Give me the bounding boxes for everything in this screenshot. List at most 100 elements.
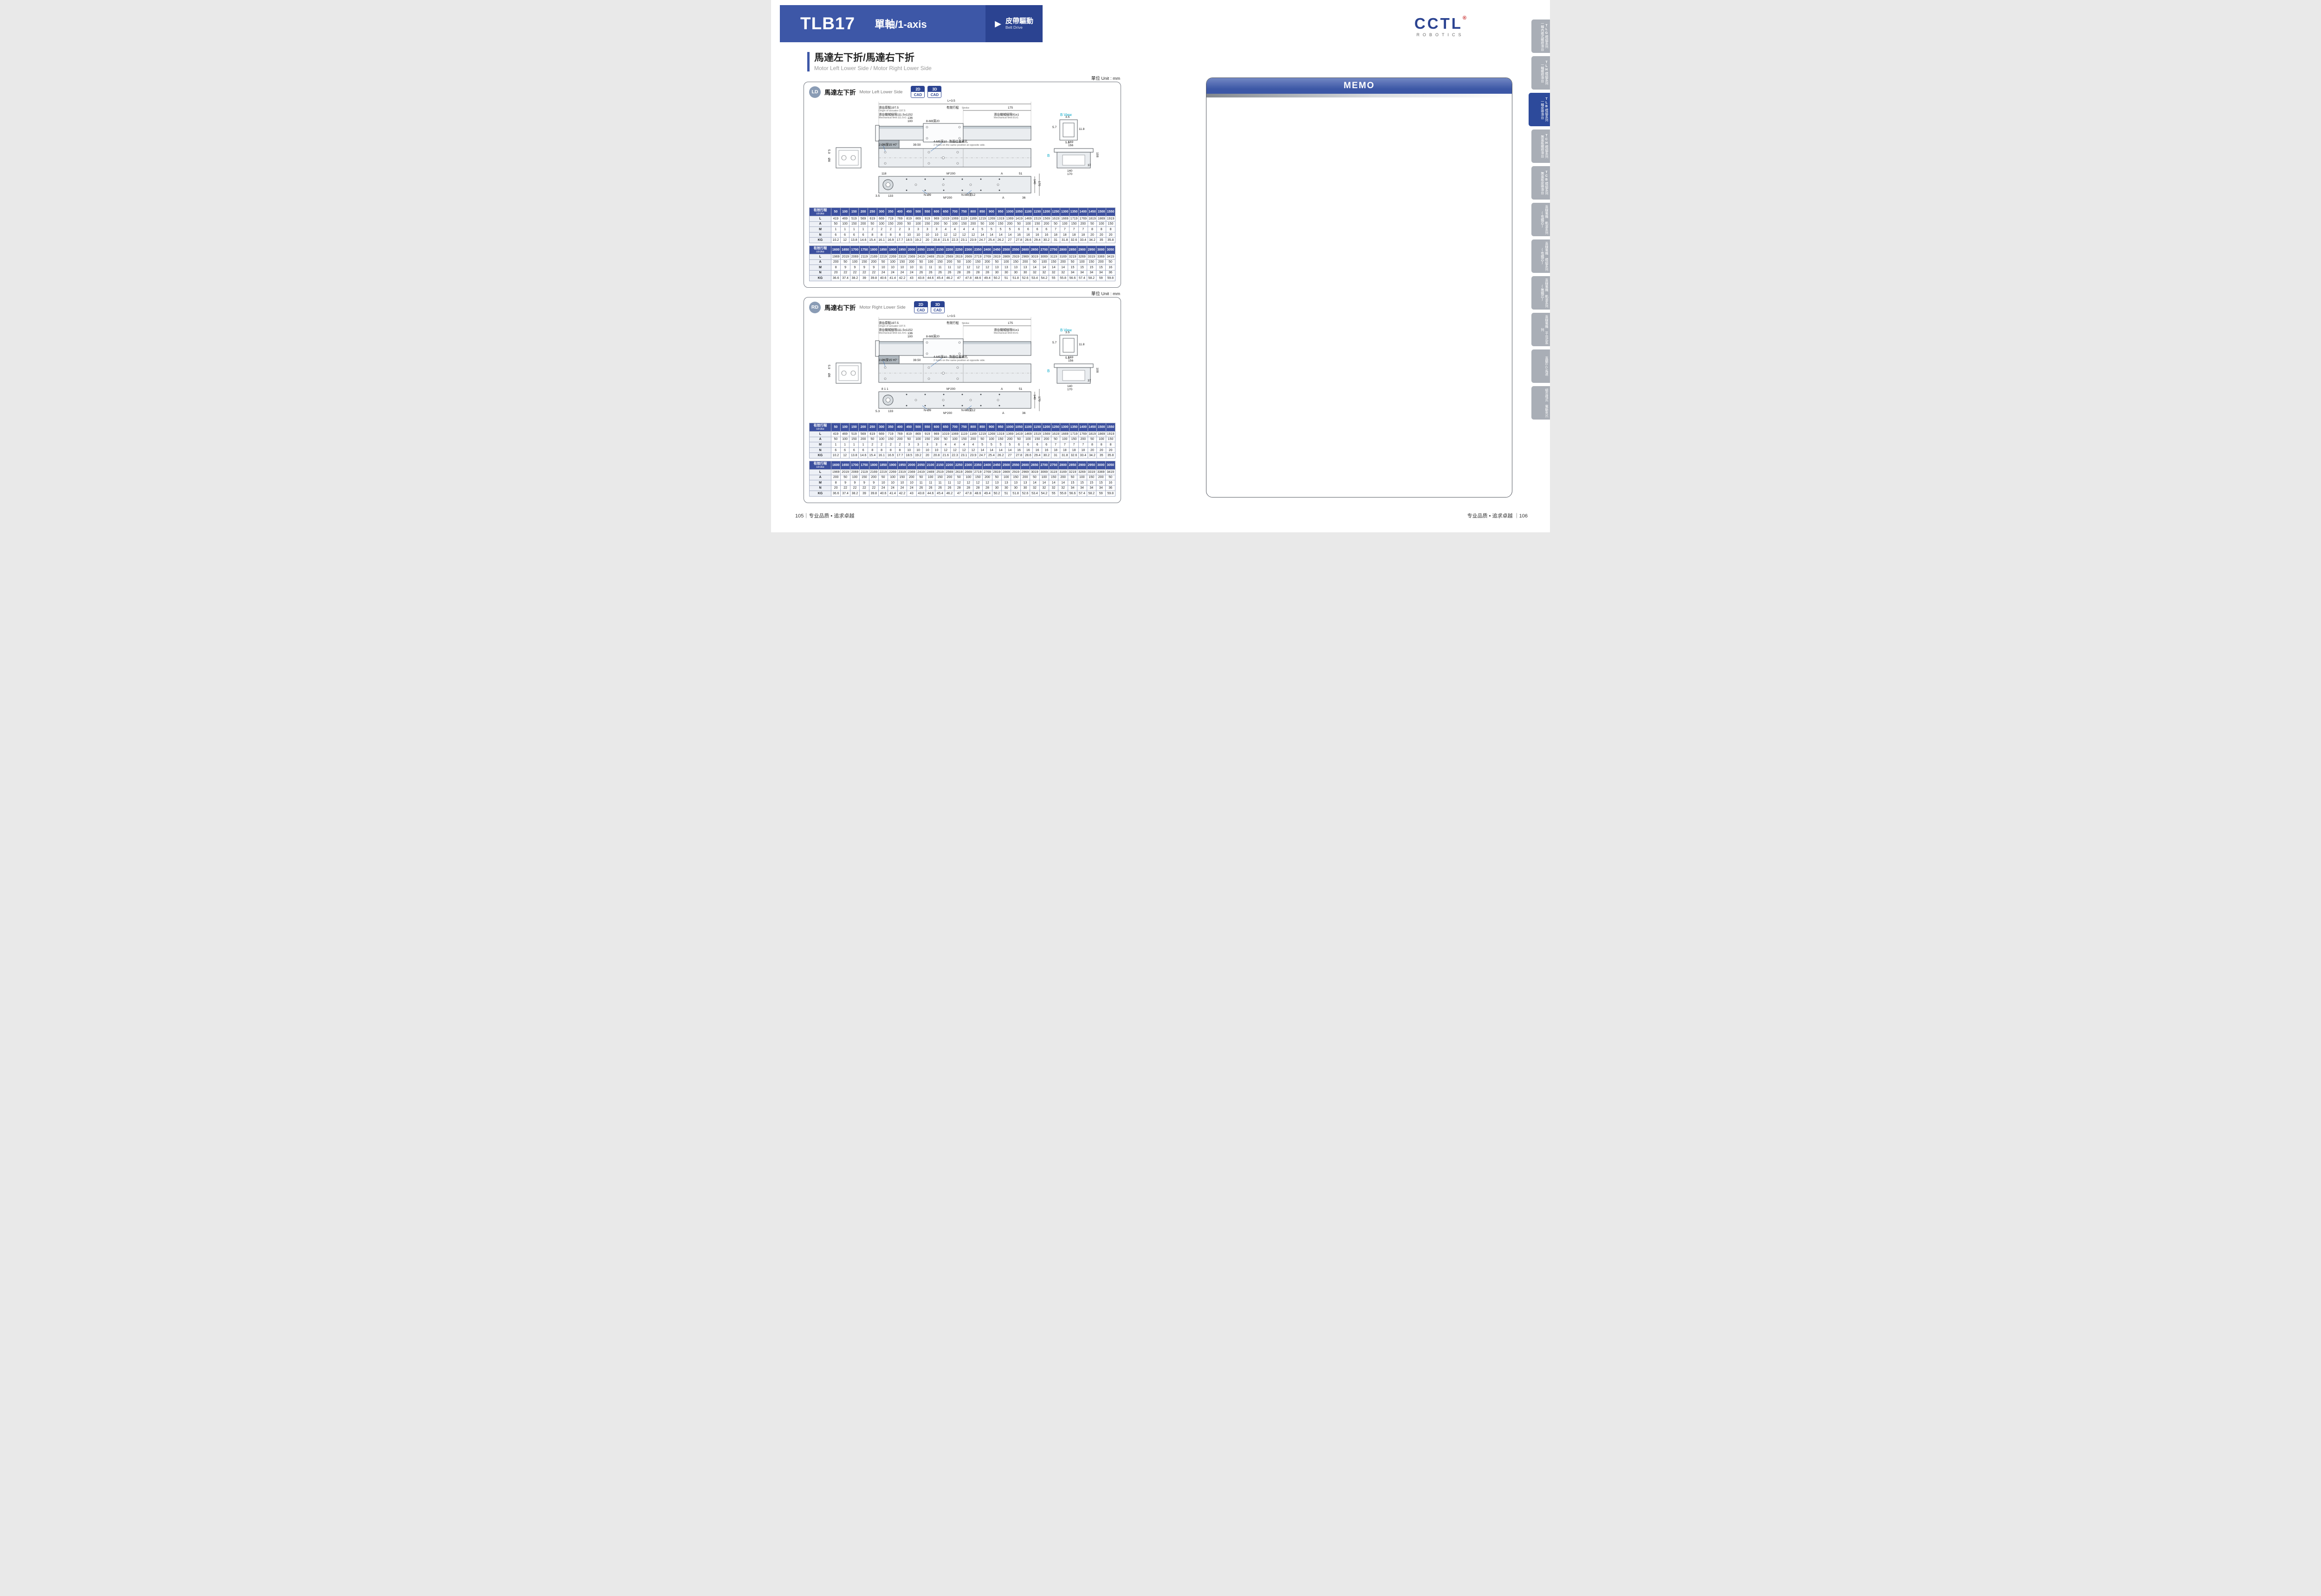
value-cell: 1469 (1023, 215, 1033, 222)
value-cell: 7 (1069, 442, 1079, 448)
cad-3d-button[interactable]: 3D CAD (930, 301, 945, 313)
value-cell: 1769 (1078, 431, 1088, 437)
stroke-value: 1150 (1032, 207, 1042, 216)
stroke-value: 1000 (1005, 207, 1015, 216)
sidebar-tab[interactable]: 組合樣式 電動夾爪 (1531, 386, 1550, 420)
tab-label: 模組系列 無蓋板螺桿滑台 (1540, 135, 1548, 159)
dim-a-bottom: A (1002, 412, 1005, 415)
value-cell: 14 (1039, 480, 1049, 486)
value-cell: 100 (876, 436, 887, 443)
sidebar-tab-tcb[interactable]: TCB模組系列 無蓋板皮帶滑台 (1531, 166, 1550, 200)
stroke-value: 2950 (1086, 245, 1096, 254)
value-cell: 200 (830, 474, 841, 481)
value-cell: 5 (1005, 442, 1015, 448)
value-cell: 12 (950, 447, 960, 453)
value-cell: 769 (895, 431, 905, 437)
stroke-value: 900 (986, 207, 997, 216)
dim-100: 100 (908, 335, 913, 338)
sidebar-tab-tlb[interactable]: TLB模組系列 一軸皮帶滑台 (1529, 93, 1550, 126)
cad-2d-button[interactable]: 2D CAD (914, 301, 928, 313)
value-cell: 32 (1048, 270, 1059, 276)
value-cell: 7 (1078, 226, 1088, 233)
value-cell: 50 (1087, 436, 1097, 443)
value-cell: 10 (897, 480, 908, 486)
dim-140: 140 (1067, 385, 1073, 388)
sidebar-tab[interactable]: 直線電機 平台式系列 (1531, 313, 1550, 346)
value-cell: 3419 (1105, 469, 1115, 475)
value-cell: 20 (1106, 232, 1115, 238)
sidebar-tab[interactable]: 直線電機 軌道系列(無鐵芯) (1531, 276, 1550, 310)
value-cell: 10 (878, 480, 888, 486)
cad-3d-button[interactable]: 3D CAD (927, 86, 942, 98)
value-cell: 100 (913, 221, 923, 227)
value-cell: 22.3 (950, 452, 960, 459)
dim-140: 140 (1067, 169, 1073, 173)
value-cell: 16.1 (876, 452, 887, 459)
tab-code: TLH (1545, 61, 1548, 72)
stroke-label-cn: 有效行程 (947, 106, 959, 110)
dim-175: 175 (1008, 322, 1013, 325)
row-label: M (809, 442, 831, 448)
value-cell: 100 (1077, 259, 1087, 265)
value-cell: 11 (925, 480, 936, 486)
brand-logo: CCTL® ROBOTICS (1414, 16, 1466, 38)
value-cell: 22 (840, 270, 850, 276)
value-cell: 2969 (1020, 469, 1031, 475)
value-cell: 2269 (888, 253, 898, 260)
stroke-value: 1500 (1096, 423, 1107, 432)
value-cell: 200 (1005, 221, 1015, 227)
value-cell: 15 (1096, 480, 1106, 486)
value-cell: 1069 (950, 431, 960, 437)
value-cell: 8 (895, 232, 905, 238)
sidebar-tab-tlg[interactable]: TLG模組系列 一軸內嵌式螺桿滑台 (1531, 19, 1550, 53)
value-cell: 2419 (916, 253, 926, 260)
value-cell: 150 (972, 259, 983, 265)
value-cell: 20 (922, 452, 933, 459)
stroke-value: 150 (849, 207, 859, 216)
overall-length-dim: L+3.5 (947, 315, 955, 318)
value-cell: 40.6 (878, 491, 888, 497)
value-cell: 13 (1011, 265, 1021, 271)
value-cell: 15 (1067, 480, 1078, 486)
value-cell: 24.7 (977, 452, 987, 459)
brand-subtitle: ROBOTICS (1416, 32, 1465, 37)
value-cell: 3069 (1039, 253, 1049, 260)
value-cell: 3219 (1067, 469, 1078, 475)
stroke-value: 400 (895, 423, 905, 432)
value-cell: 2619 (954, 253, 964, 260)
sidebar-tab-tlh[interactable]: TLH模組系列 一軸螺桿滑台 (1531, 56, 1550, 90)
value-cell: 56.6 (1067, 491, 1078, 497)
value-cell: 50 (1030, 474, 1040, 481)
sidebar-tab[interactable]: 直驅DD馬達 (1531, 349, 1550, 383)
value-cell: 12 (968, 232, 978, 238)
value-cell: 40.6 (878, 275, 888, 281)
value-cell: 50 (992, 259, 1002, 265)
value-cell: 3019 (1030, 253, 1040, 260)
value-cell: 5 (977, 226, 987, 233)
value-cell: 100 (840, 436, 850, 443)
value-cell: 9 (859, 265, 869, 271)
stroke-value: 300 (876, 423, 887, 432)
value-cell: 36.6 (830, 491, 841, 497)
value-cell: 32 (1030, 270, 1040, 276)
value-cell: 100 (1096, 436, 1107, 443)
value-cell: 23.9 (968, 237, 978, 243)
cad-2d-button[interactable]: 2D CAD (911, 86, 925, 98)
stroke-value: 200 (858, 423, 868, 432)
dim-51: 51 (1019, 388, 1023, 391)
value-cell: 45.4 (935, 275, 945, 281)
sidebar-tab[interactable]: 直線電機 軌道系列(有鐵芯) (1531, 203, 1550, 236)
value-cell: 15 (1086, 480, 1096, 486)
value-cell: 3169 (1058, 253, 1068, 260)
sidebar-tab-tch[interactable]: TCH模組系列 無蓋板螺桿滑台 (1531, 129, 1550, 163)
sidebar-tab[interactable]: 直線電機 模組系列(有鐵芯) (1531, 239, 1550, 273)
value-cell: 17.7 (895, 452, 905, 459)
value-cell: 8 (867, 447, 877, 453)
value-cell: 18 (1069, 447, 1079, 453)
value-cell: 2669 (963, 253, 973, 260)
row-label: A (809, 474, 831, 481)
